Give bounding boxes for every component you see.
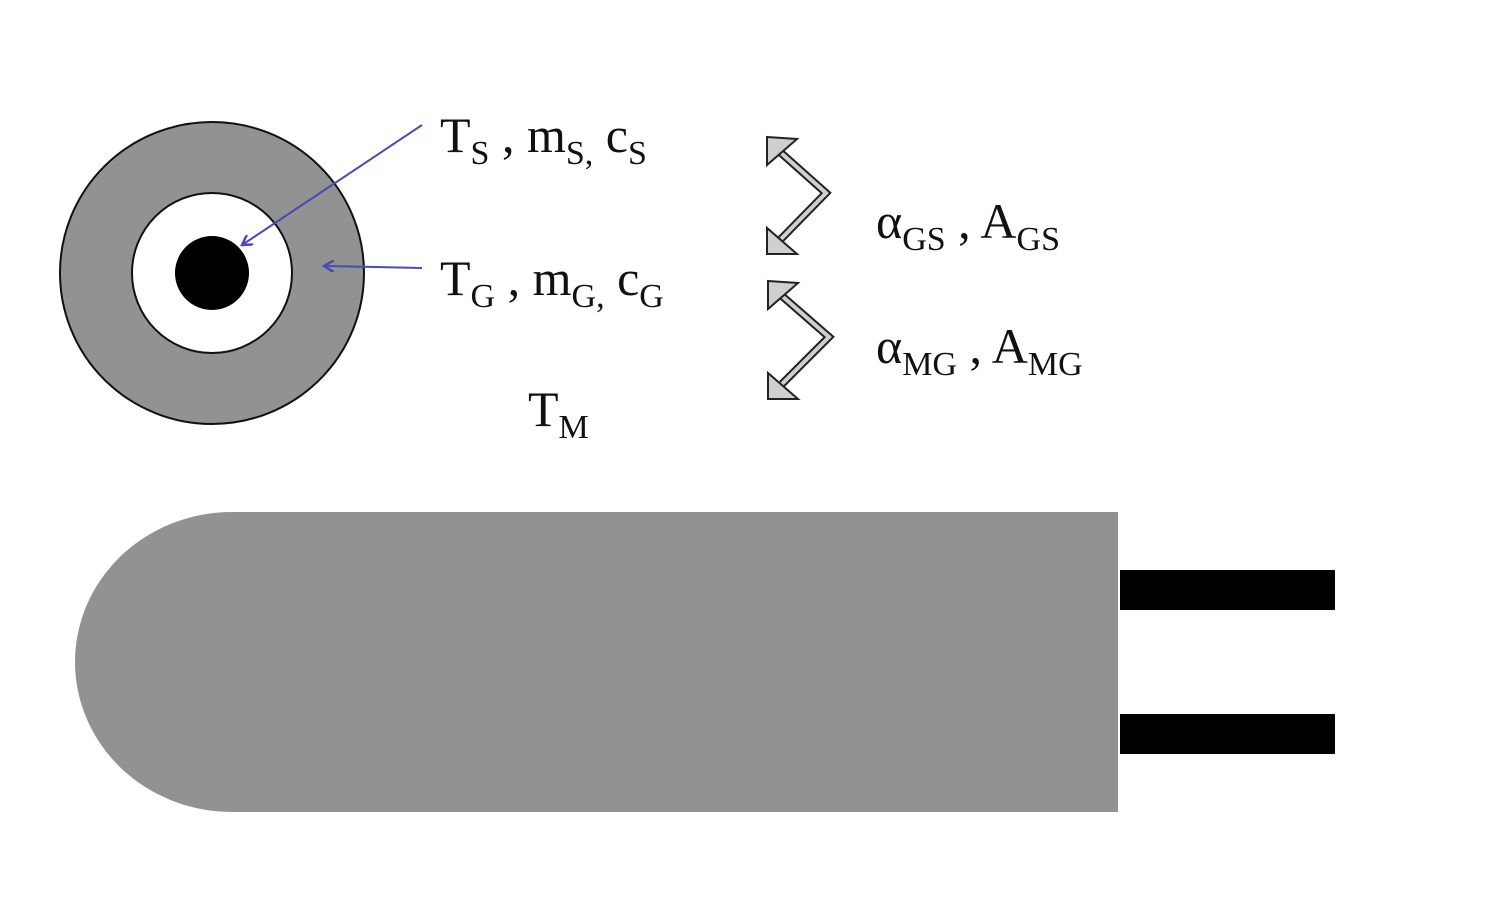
probe-side-view [75, 512, 1335, 812]
gas-label: TG , mG, cG [440, 250, 664, 315]
gas-pointer-arrow [324, 266, 423, 268]
sheath-pointer-arrow [242, 124, 423, 245]
medium-gas-exchange-arrow-icon [767, 279, 835, 400]
gas-sheath-exchange-arrow-icon [766, 135, 832, 255]
cross-section [59, 121, 365, 425]
medium-label: TM [528, 381, 589, 446]
probe-body [75, 512, 1118, 812]
medium-gas-coefficient-label: αMG , AMG [876, 318, 1083, 383]
lead-wire-top [1120, 570, 1335, 610]
core-element [175, 236, 249, 310]
gas-sheath-coefficient-label: αGS , AGS [876, 193, 1060, 258]
sheath-label: TS , mS, cS [440, 107, 647, 172]
lead-wire-bottom [1120, 714, 1335, 754]
